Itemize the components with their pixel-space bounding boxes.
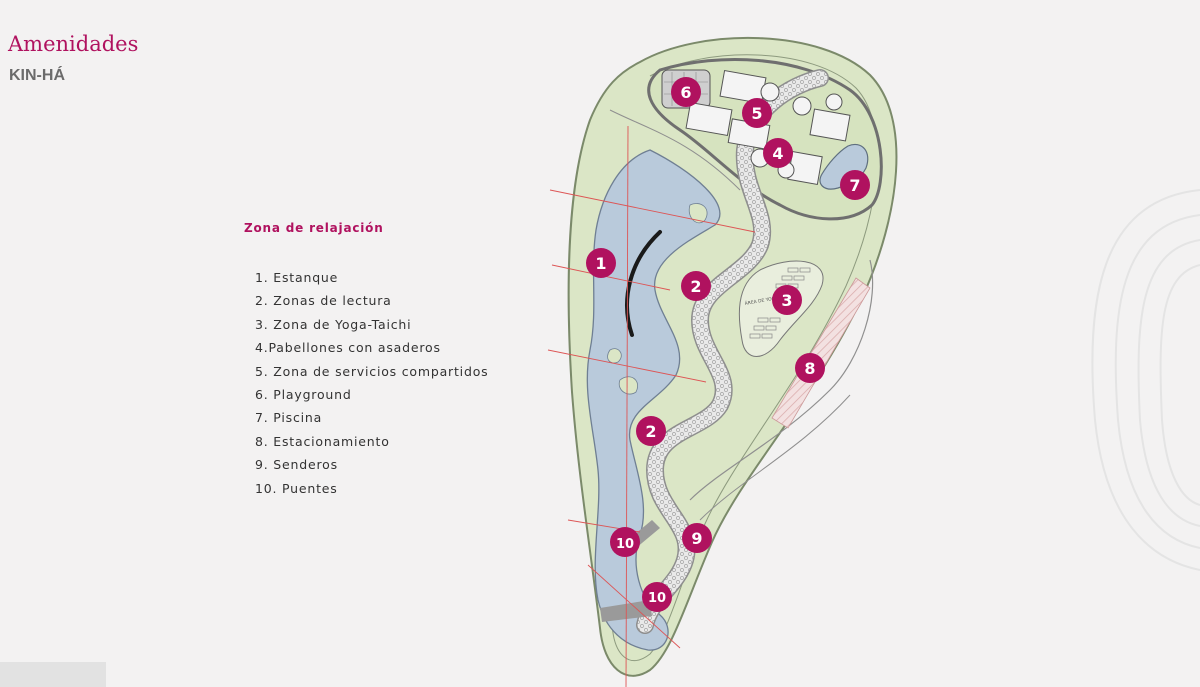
legend-item-servicios: 5. Zona de servicios compartidos (255, 363, 489, 379)
svg-text:7: 7 (849, 176, 860, 195)
marker-yoga-taichi[interactable]: 3 (772, 285, 802, 315)
marker-estanque[interactable]: 1 (586, 248, 616, 278)
legend-item-zonas-lectura: 2. Zonas de lectura (255, 293, 392, 309)
marker-estacionamiento[interactable]: 8 (795, 353, 825, 383)
legend-item-yoga-taichi: 3. Zona de Yoga-Taichi (255, 316, 412, 332)
svg-text:10: 10 (616, 537, 634, 552)
legend-title: Zona de relajación (244, 221, 384, 235)
svg-text:2: 2 (690, 277, 701, 296)
map-markers: 1 2 2 3 4 5 6 7 (586, 77, 870, 612)
pond-wall (625, 230, 662, 337)
marker-puentes-south[interactable]: 10 (642, 582, 672, 612)
legend-item-pabellones: 4.Pabellones con asaderos (255, 340, 441, 356)
page-subtitle: KIN-HÁ (9, 67, 65, 84)
legend-item-estacionamiento: 8. Estacionamiento (255, 433, 390, 449)
marker-zona-lectura-south[interactable]: 2 (636, 416, 666, 446)
legend-item-estanque: 1. Estanque (255, 270, 339, 285)
legend-item-puentes: 10. Puentes (255, 480, 338, 496)
svg-text:2: 2 (645, 422, 656, 441)
svg-text:4: 4 (772, 144, 783, 163)
legend-list: 1. Estanque 2. Zonas de lectura 3. Zona … (255, 266, 488, 500)
svg-text:6: 6 (680, 83, 691, 102)
legend-item-senderos: 9. Senderos (255, 457, 338, 473)
marker-piscina[interactable]: 7 (840, 170, 870, 200)
marker-puentes-north[interactable]: 10 (610, 527, 640, 557)
marker-senderos[interactable]: 9 (682, 523, 712, 553)
marker-zona-lectura-north[interactable]: 2 (681, 271, 711, 301)
decorative-emblem (1091, 189, 1200, 571)
page-title: Amenidades (8, 32, 139, 56)
svg-text:9: 9 (691, 529, 702, 548)
amenity-buildings (661, 69, 851, 185)
svg-text:10: 10 (648, 591, 666, 606)
marker-servicios[interactable]: 5 (742, 98, 772, 128)
svg-text:1: 1 (595, 254, 606, 273)
svg-text:8: 8 (804, 359, 815, 378)
corner-block (0, 662, 106, 687)
legend-item-playground: 6. Playground (255, 386, 352, 402)
marker-pabellones[interactable]: 4 (763, 138, 793, 168)
svg-text:5: 5 (751, 104, 762, 123)
marker-playground[interactable]: 6 (671, 77, 701, 107)
pond (586, 149, 721, 651)
section-lines (547, 125, 756, 687)
svg-text:3: 3 (781, 291, 792, 310)
legend-item-piscina: 7. Piscina (255, 410, 323, 426)
